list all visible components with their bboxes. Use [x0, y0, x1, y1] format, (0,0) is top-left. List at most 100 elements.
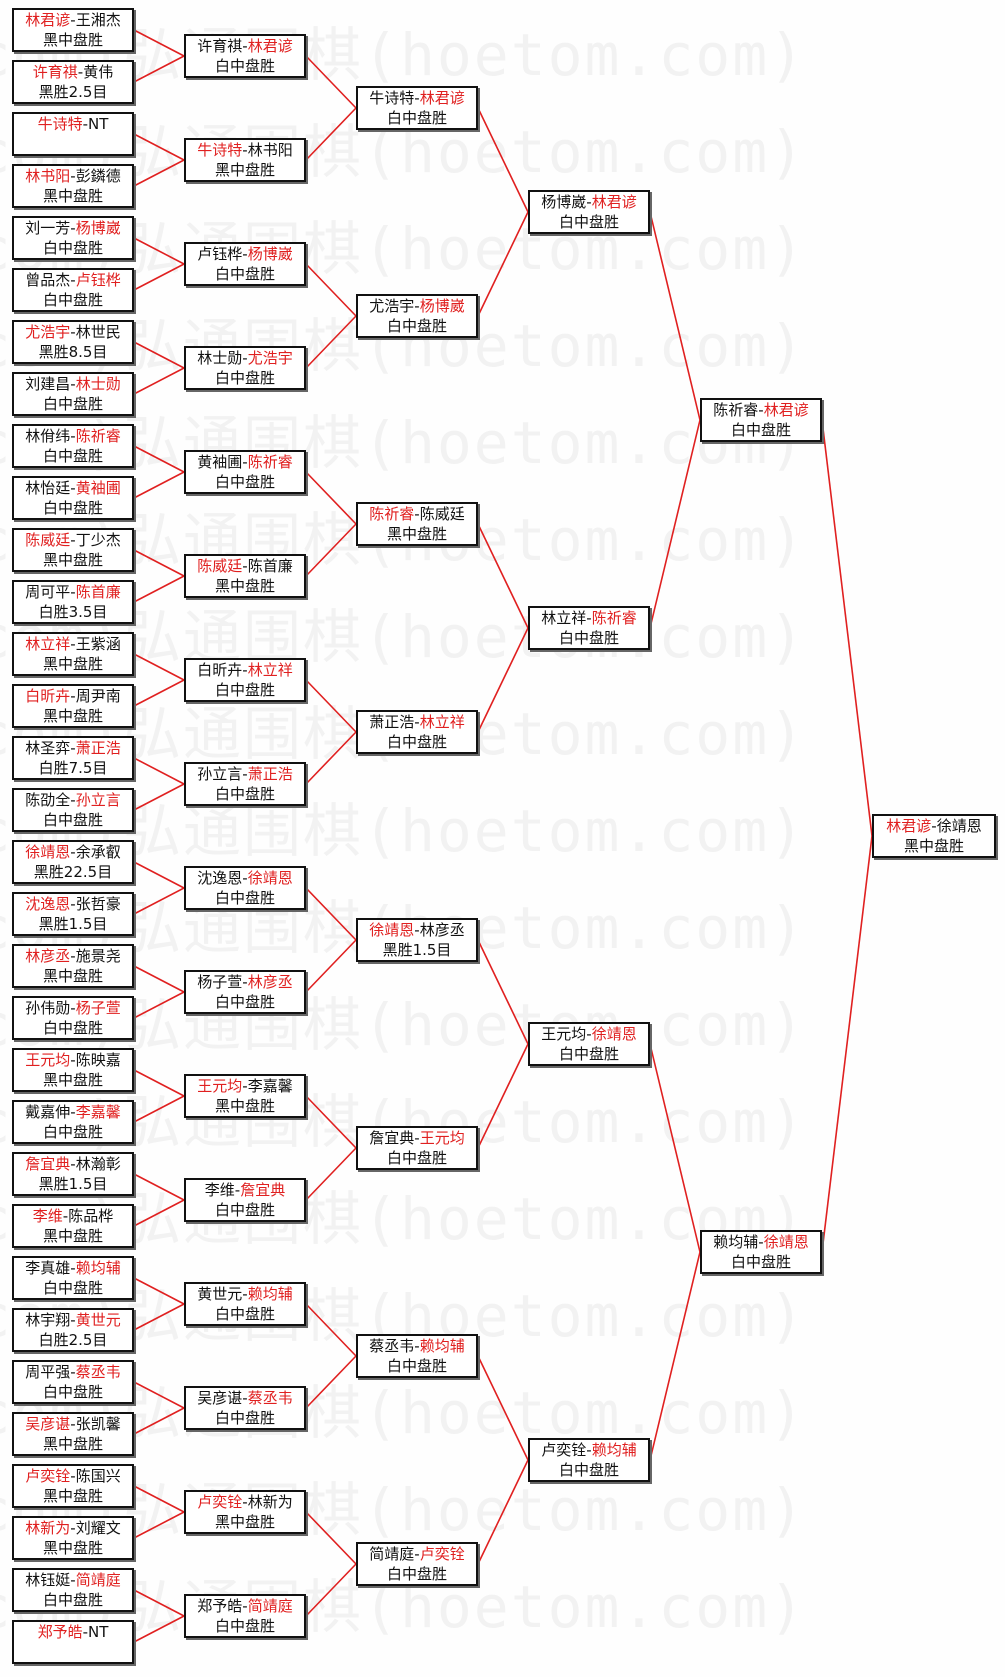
player-name: 尤浩宇: [369, 297, 415, 315]
player-name: 林佾纬: [25, 427, 71, 445]
match-box: 沈逸恩-徐靖恩白中盘胜: [184, 866, 306, 910]
match-box: 刘一芳-杨博崴白中盘胜: [12, 216, 134, 260]
result-label: 白胜7.5目: [38, 759, 108, 777]
separator: -: [234, 1181, 241, 1199]
result-label: 白中盘胜: [214, 57, 275, 75]
bracket-connector: [305, 315, 357, 369]
match-box: 孙伟勋-杨子萱白中盘胜: [12, 996, 134, 1040]
player-name: 林彦丞: [247, 973, 293, 991]
bracket-connector: [305, 263, 357, 317]
player-name: 杨博崴: [419, 297, 465, 315]
players-line: 蔡丞韦-赖均辅: [358, 1336, 476, 1356]
match-box: 尤浩宇-林世民黑胜8.5目: [12, 320, 134, 364]
player-name: 赖均辅: [247, 1285, 293, 1303]
player-name: 徐靖恩: [247, 869, 293, 887]
player-name: 徐靖恩: [763, 1233, 809, 1251]
player-name: 詹宜典: [240, 1181, 286, 1199]
result-label: [14, 1642, 132, 1662]
player-name: NT: [88, 1623, 109, 1641]
result-label: 白中盘胜: [42, 291, 103, 309]
player-name: 林彦丞: [25, 947, 71, 965]
players-line: 林君谚-徐靖恩: [874, 816, 994, 836]
bracket-connector: [133, 887, 185, 915]
player-name: 林士勋: [197, 349, 243, 367]
players-line: 林彦丞-施景尧: [14, 946, 132, 966]
separator: -: [77, 63, 84, 81]
match-box: 詹宜典-林瀚彰黑胜1.5目: [12, 1152, 134, 1196]
player-name: 牛诗特: [37, 115, 83, 133]
separator: -: [70, 323, 76, 341]
player-name: 丁少杰: [75, 531, 121, 549]
bracket-connector: [305, 731, 357, 785]
bracket-connector: [133, 1381, 185, 1409]
result-label: 黑中盘胜: [42, 1071, 103, 1089]
player-name: 林新为: [25, 1519, 71, 1537]
player-name: 蔡丞韦: [247, 1389, 293, 1407]
players-line: 卢奕铨-林新为: [186, 1492, 304, 1512]
player-name: 林立祥: [419, 713, 465, 731]
player-name: 曾品杰: [25, 271, 71, 289]
player-name: 徐靖恩: [591, 1025, 637, 1043]
separator: -: [70, 531, 76, 549]
result-label: 白中盘胜: [214, 993, 275, 1011]
match-box: 陈祈睿-陈威廷黑中盘胜: [356, 502, 478, 546]
bracket-connector: [305, 107, 357, 161]
result-label: 白中盘胜: [214, 473, 275, 491]
bracket-connector: [133, 861, 185, 889]
player-name: 施景尧: [75, 947, 121, 965]
players-line: 周平强-蔡丞韦: [14, 1362, 132, 1382]
match-box: 戴嘉伸-李嘉馨白中盘胜: [12, 1100, 134, 1144]
players-line: 徐靖恩-余承叡: [14, 842, 132, 862]
bracket-connector: [305, 471, 357, 525]
result-label: 白中盘胜: [42, 499, 103, 517]
result-label: 黑中盘胜: [42, 967, 103, 985]
bracket-connector: [133, 367, 185, 395]
player-name: 许育祺: [32, 63, 78, 81]
player-name: 王湘杰: [75, 11, 121, 29]
separator: -: [70, 271, 76, 289]
player-name: 林瀚彰: [75, 1155, 121, 1173]
separator: -: [70, 1311, 76, 1329]
separator: -: [242, 557, 248, 575]
players-line: 林立祥-王紫涵: [14, 634, 132, 654]
match-box: 林立祥-陈祈睿白中盘胜: [528, 606, 650, 650]
player-name: 赖均辅: [591, 1441, 637, 1459]
player-name: 林君谚: [419, 89, 465, 107]
result-label: 黑中盘胜: [214, 1513, 275, 1531]
player-name: 陈首廉: [75, 583, 121, 601]
player-name: 萧正浩: [247, 765, 293, 783]
separator: -: [586, 1441, 592, 1459]
player-name: 林士勋: [75, 375, 121, 393]
bracket-connector: [821, 835, 873, 1253]
player-name: 彭鏻德: [75, 167, 121, 185]
bracket-connector: [477, 1459, 529, 1565]
players-line: 卢奕铨-赖均辅: [530, 1440, 648, 1460]
bracket-connector: [133, 29, 185, 57]
separator: -: [70, 843, 76, 861]
result-label: 白中盘胜: [214, 369, 275, 387]
bracket-connector: [133, 1069, 185, 1097]
player-name: 黄袖圃: [197, 453, 243, 471]
players-line: 杨博崴-林君谚: [530, 192, 648, 212]
player-name: 王元均: [197, 1077, 243, 1095]
match-box: 陈威廷-陈首廉黑中盘胜: [184, 554, 306, 598]
separator: -: [242, 973, 248, 991]
player-name: 陈劭全: [25, 791, 71, 809]
players-line: 戴嘉伸-李嘉馨: [14, 1102, 132, 1122]
match-box: 尤浩宇-杨博崴白中盘胜: [356, 294, 478, 338]
match-box: 周可平-陈首廉白胜3.5目: [12, 580, 134, 624]
bracket-connector: [133, 1615, 185, 1643]
player-name: 尤浩宇: [247, 349, 293, 367]
players-line: 陈祈睿-陈威廷: [358, 504, 476, 524]
result-label: 白中盘胜: [386, 1149, 447, 1167]
separator: -: [70, 1051, 76, 1069]
separator: -: [70, 635, 76, 653]
player-name: 卢奕铨: [197, 1493, 243, 1511]
player-name: 林立祥: [247, 661, 293, 679]
player-name: 黄伟: [83, 63, 114, 81]
bracket-connector: [133, 55, 185, 83]
player-name: 王元均: [25, 1051, 71, 1069]
separator: -: [414, 297, 420, 315]
player-name: 林书阳: [25, 167, 71, 185]
separator: -: [586, 193, 592, 211]
